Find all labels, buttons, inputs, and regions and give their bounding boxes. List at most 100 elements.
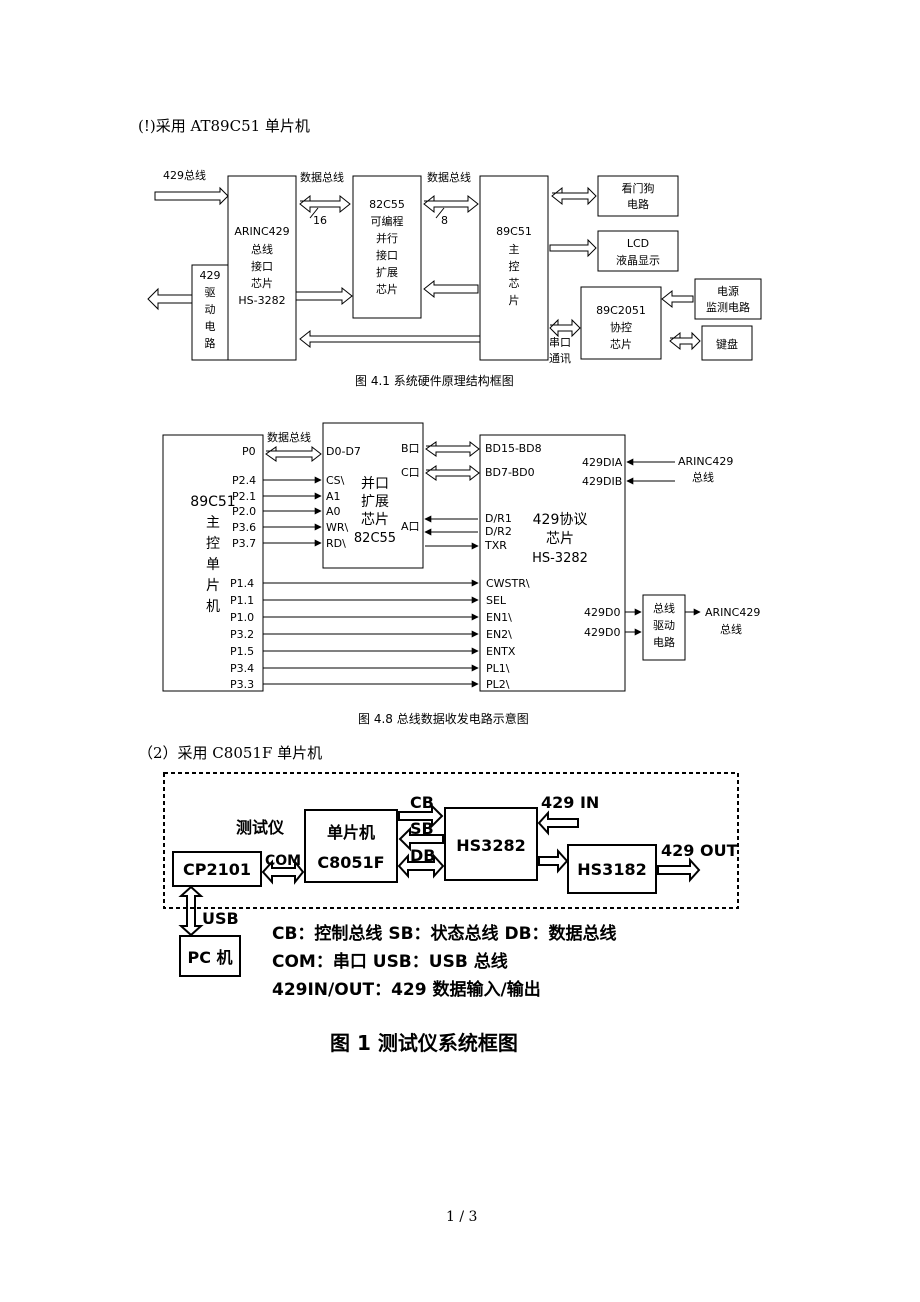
- arinc-in-line-1: 总线: [692, 470, 714, 484]
- keyboard-label: 键盘: [716, 337, 738, 351]
- pin-p24: P2.4: [232, 474, 256, 487]
- driver-line-1: 驱: [205, 286, 216, 299]
- sig-cwstr: CWSTR\: [486, 577, 530, 590]
- tester-label: 测试仪: [236, 818, 285, 837]
- mcu48-line-1: 主: [206, 515, 220, 531]
- sig-entx: ENTX: [486, 645, 516, 658]
- sig-en2: EN2\: [486, 628, 512, 641]
- cp2101-box: [172, 851, 262, 887]
- bus8-arrow: [423, 194, 479, 214]
- pin-p11: P1.1: [230, 594, 254, 607]
- coproc-line-2: 芯片: [610, 337, 632, 351]
- hs-line-0: 429协议: [533, 512, 588, 528]
- watchdog-arrow: [551, 186, 597, 206]
- driver48-line-2: 电路: [653, 636, 675, 649]
- arinc-out-line-1: 总线: [720, 622, 742, 636]
- databus1-width: 16: [313, 214, 327, 227]
- figure-4-1: [147, 175, 762, 361]
- sig-a1: A1: [326, 490, 341, 503]
- c8051f-box: [304, 809, 398, 883]
- mcu48-line-5: 机: [206, 599, 220, 615]
- driver-line-0: 429: [200, 269, 221, 282]
- d0d7-arrow: [265, 445, 322, 463]
- bus16-arrow: [299, 194, 351, 214]
- ppi48-line-2: 芯片: [361, 512, 389, 528]
- hs3282-label: HS3282: [456, 836, 525, 855]
- databus2-width: 8: [441, 214, 448, 227]
- p0-label: P0: [242, 445, 256, 458]
- coproc-line-0: 89C2051: [596, 304, 646, 317]
- legend-line-0: CB：控制总线 SB：状态总线 DB：数据总线: [272, 923, 617, 944]
- databus1-label: 数据总线: [300, 170, 344, 184]
- ppi-line-1: 可编程: [371, 214, 404, 228]
- ppi-line-4: 扩展: [376, 265, 398, 279]
- arinc-line-2: 接口: [251, 260, 273, 273]
- section1-heading: (!)采用 AT89C51 单片机: [138, 117, 310, 135]
- power-line-1: 监测电路: [706, 301, 750, 314]
- ppi48-line-1: 扩展: [361, 494, 389, 510]
- lcd-line-1: 液晶显示: [616, 253, 660, 267]
- hs-link-arrow: [538, 848, 569, 874]
- power-arrow: [661, 289, 694, 309]
- mcu-line-0: 89C51: [496, 225, 532, 238]
- fig41-caption: 图 4.1 系统硬件原理结构框图: [355, 373, 514, 388]
- bd-hi-arrow: [425, 440, 480, 458]
- pin-dr2: D/R2: [485, 525, 512, 538]
- sb-arrow: [398, 826, 444, 852]
- sig-cs: CS\: [326, 474, 345, 487]
- out429-label: 429 OUT: [661, 841, 738, 860]
- watchdog-line-1: 电路: [627, 198, 649, 211]
- pin-p37: P3.7: [232, 537, 256, 550]
- pin-txr: TXR: [484, 539, 507, 552]
- in429-arrow: [537, 810, 579, 836]
- ppi-line-3: 接口: [376, 249, 398, 262]
- bus429-label: 429总线: [163, 168, 206, 182]
- coproc-line-1: 协控: [610, 320, 632, 334]
- sig-a0: A0: [326, 505, 341, 518]
- pin-p15: P1.5: [230, 645, 254, 658]
- sb-label: SB: [410, 819, 434, 838]
- drive-out-arrow: [147, 287, 193, 311]
- port-c: C口: [401, 466, 420, 479]
- bd-lo-label: BD7-BD0: [485, 466, 535, 479]
- hs-line-2: HS-3282: [532, 551, 588, 566]
- databus48-label: 数据总线: [267, 430, 311, 444]
- pin-p20: P2.0: [232, 505, 256, 518]
- pin-p33: P3.3: [230, 678, 254, 691]
- sig-pl1: PL1\: [486, 662, 510, 675]
- figure-1: [163, 772, 739, 977]
- hs3282-box: [444, 807, 538, 881]
- legend-line-1: COM：串口 USB：USB 总线: [272, 951, 508, 972]
- arinc-box: [227, 175, 297, 361]
- mcu-line-4: 片: [509, 294, 520, 307]
- power-line-0: 电源: [717, 284, 739, 298]
- sig-sel: SEL: [486, 594, 507, 607]
- section2-heading: （2）采用 C8051F 单片机: [138, 744, 323, 762]
- serial-arrow: [549, 318, 581, 338]
- fig1-caption: 图 1 测试仪系统框图: [330, 1031, 518, 1055]
- power-box: [694, 278, 762, 320]
- mcu48-line-3: 单: [206, 557, 220, 573]
- pin-p32: P3.2: [230, 628, 254, 641]
- bus429-in-arrow: [154, 186, 229, 206]
- ppi-line-0: 82C55: [369, 198, 405, 211]
- arinc-line-3: 芯片: [251, 276, 273, 290]
- ppi48-line-3: 82C55: [354, 531, 396, 546]
- ppi-box: [352, 175, 422, 319]
- ppi48-line-0: 并口: [361, 476, 389, 492]
- hs3182-label: HS3182: [577, 860, 646, 879]
- bd-hi-label: BD15-BD8: [485, 442, 542, 455]
- com-label: COM: [265, 853, 301, 869]
- d0d7-label: D0-D7: [326, 445, 361, 458]
- mcu-line-1: 主: [509, 243, 520, 256]
- mcu-line-2: 控: [509, 259, 520, 273]
- ppi48-box: [322, 422, 424, 569]
- mcu48-box: [162, 434, 264, 692]
- figure-4-8-labels: 89C51 主 控 单 片 机 数据总线 P0 D0-D7 P2.4 P2.1 …: [190, 430, 760, 726]
- arinc-ppi-arrow: [295, 286, 353, 306]
- lcd-line-0: LCD: [627, 237, 649, 250]
- tester-dashed-box: [163, 772, 739, 909]
- arinc-in-line-0: ARINC429: [678, 455, 733, 468]
- dib-label: 429DIB: [582, 475, 622, 488]
- ppi-line-5: 芯片: [376, 282, 398, 296]
